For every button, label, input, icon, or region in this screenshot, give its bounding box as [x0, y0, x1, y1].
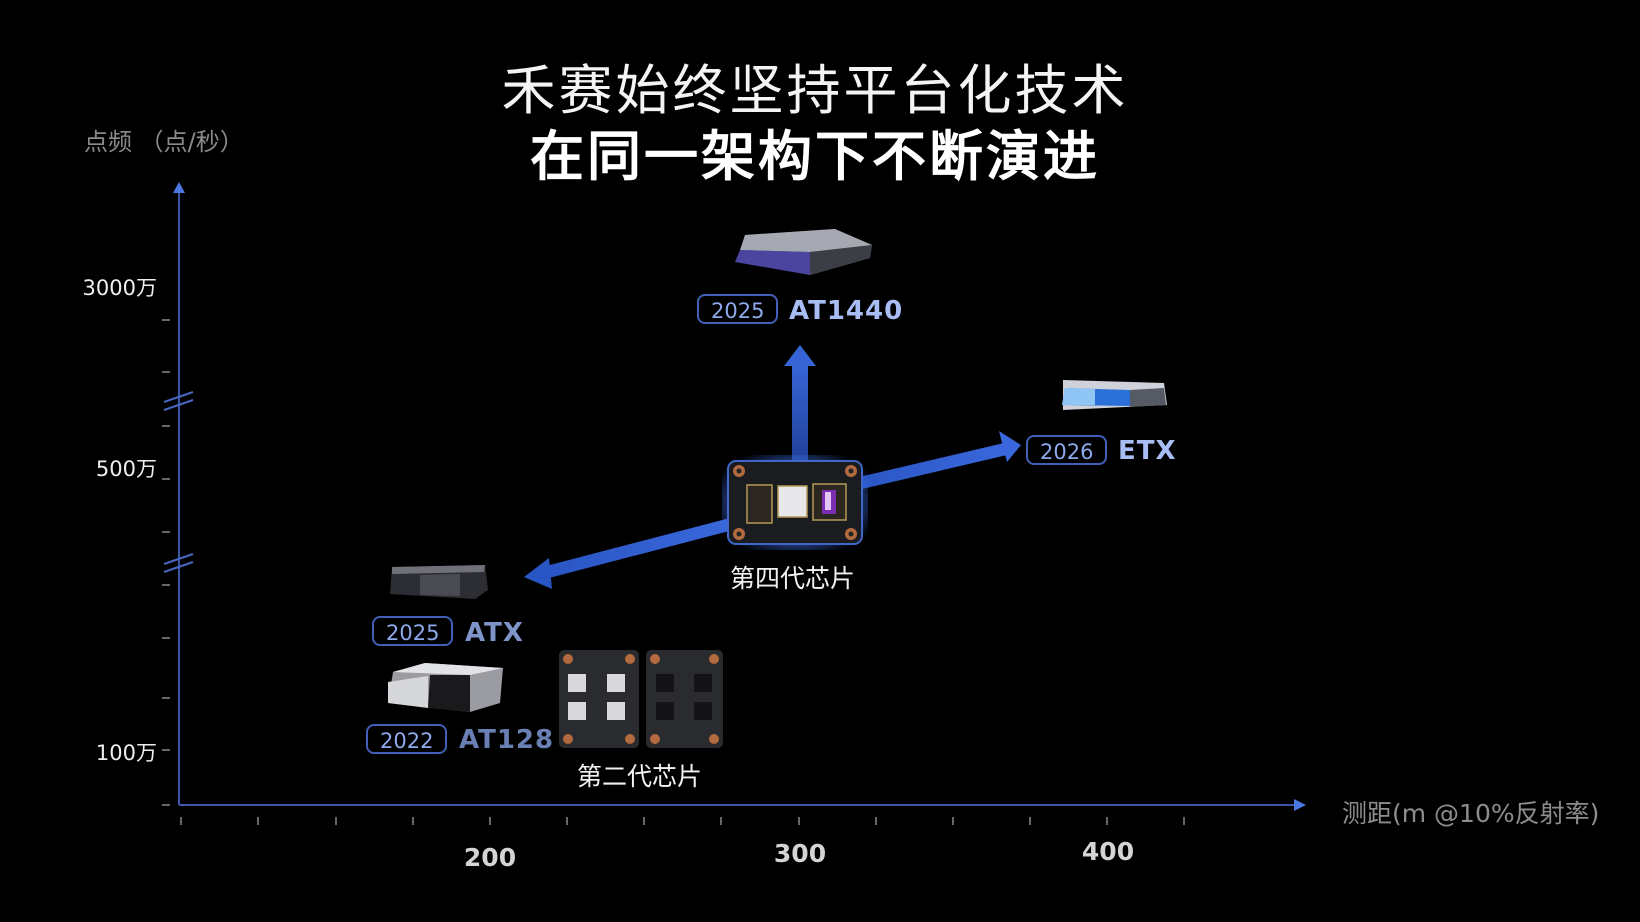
gen2-chip-image-left	[559, 650, 639, 748]
x-tick-400: 400	[1081, 837, 1135, 866]
etx-device-image	[1062, 380, 1167, 410]
year-badge-at128: 2022	[366, 724, 448, 754]
y-axis-label: 点频 （点/秒）	[84, 128, 244, 156]
year-badge-etx: 2026	[1026, 435, 1108, 465]
model-label-atx: ATX	[465, 618, 524, 648]
at128-device-image	[388, 663, 503, 712]
y-tick-100w: 100万	[95, 741, 157, 765]
model-label-at128: AT128	[459, 725, 555, 755]
x-tick-200: 200	[463, 843, 517, 872]
gen2-chip-image-right	[646, 650, 723, 748]
title-line2: 在同一架构下不断演进	[530, 125, 1100, 188]
year-badge-at1440: 2025	[697, 294, 779, 324]
gen4-chip-label: 第四代芯片	[730, 564, 856, 593]
x-tick-300: 300	[773, 839, 827, 868]
x-axis	[179, 799, 1306, 825]
arrow-up-icon	[784, 345, 816, 465]
arrow-right-icon	[855, 431, 1021, 490]
axis-break-icon	[163, 391, 194, 573]
year-badge-atx: 2025	[372, 616, 454, 646]
y-tick-500w: 500万	[95, 457, 157, 481]
gen4-chip-image	[722, 455, 868, 550]
y-axis	[162, 182, 194, 806]
y-tick-3000w: 3000万	[82, 276, 157, 300]
at1440-device-image	[735, 229, 872, 275]
model-label-etx: ETX	[1118, 436, 1177, 466]
gen2-chip-label: 第二代芯片	[577, 762, 703, 791]
model-label-at1440: AT1440	[789, 296, 904, 326]
x-axis-label: 测距(m @10%反射率)	[1342, 799, 1600, 828]
title-line1: 禾赛始终坚持平台化技术	[501, 59, 1129, 122]
arrow-left-icon	[524, 518, 733, 589]
atx-device-image	[390, 565, 488, 599]
